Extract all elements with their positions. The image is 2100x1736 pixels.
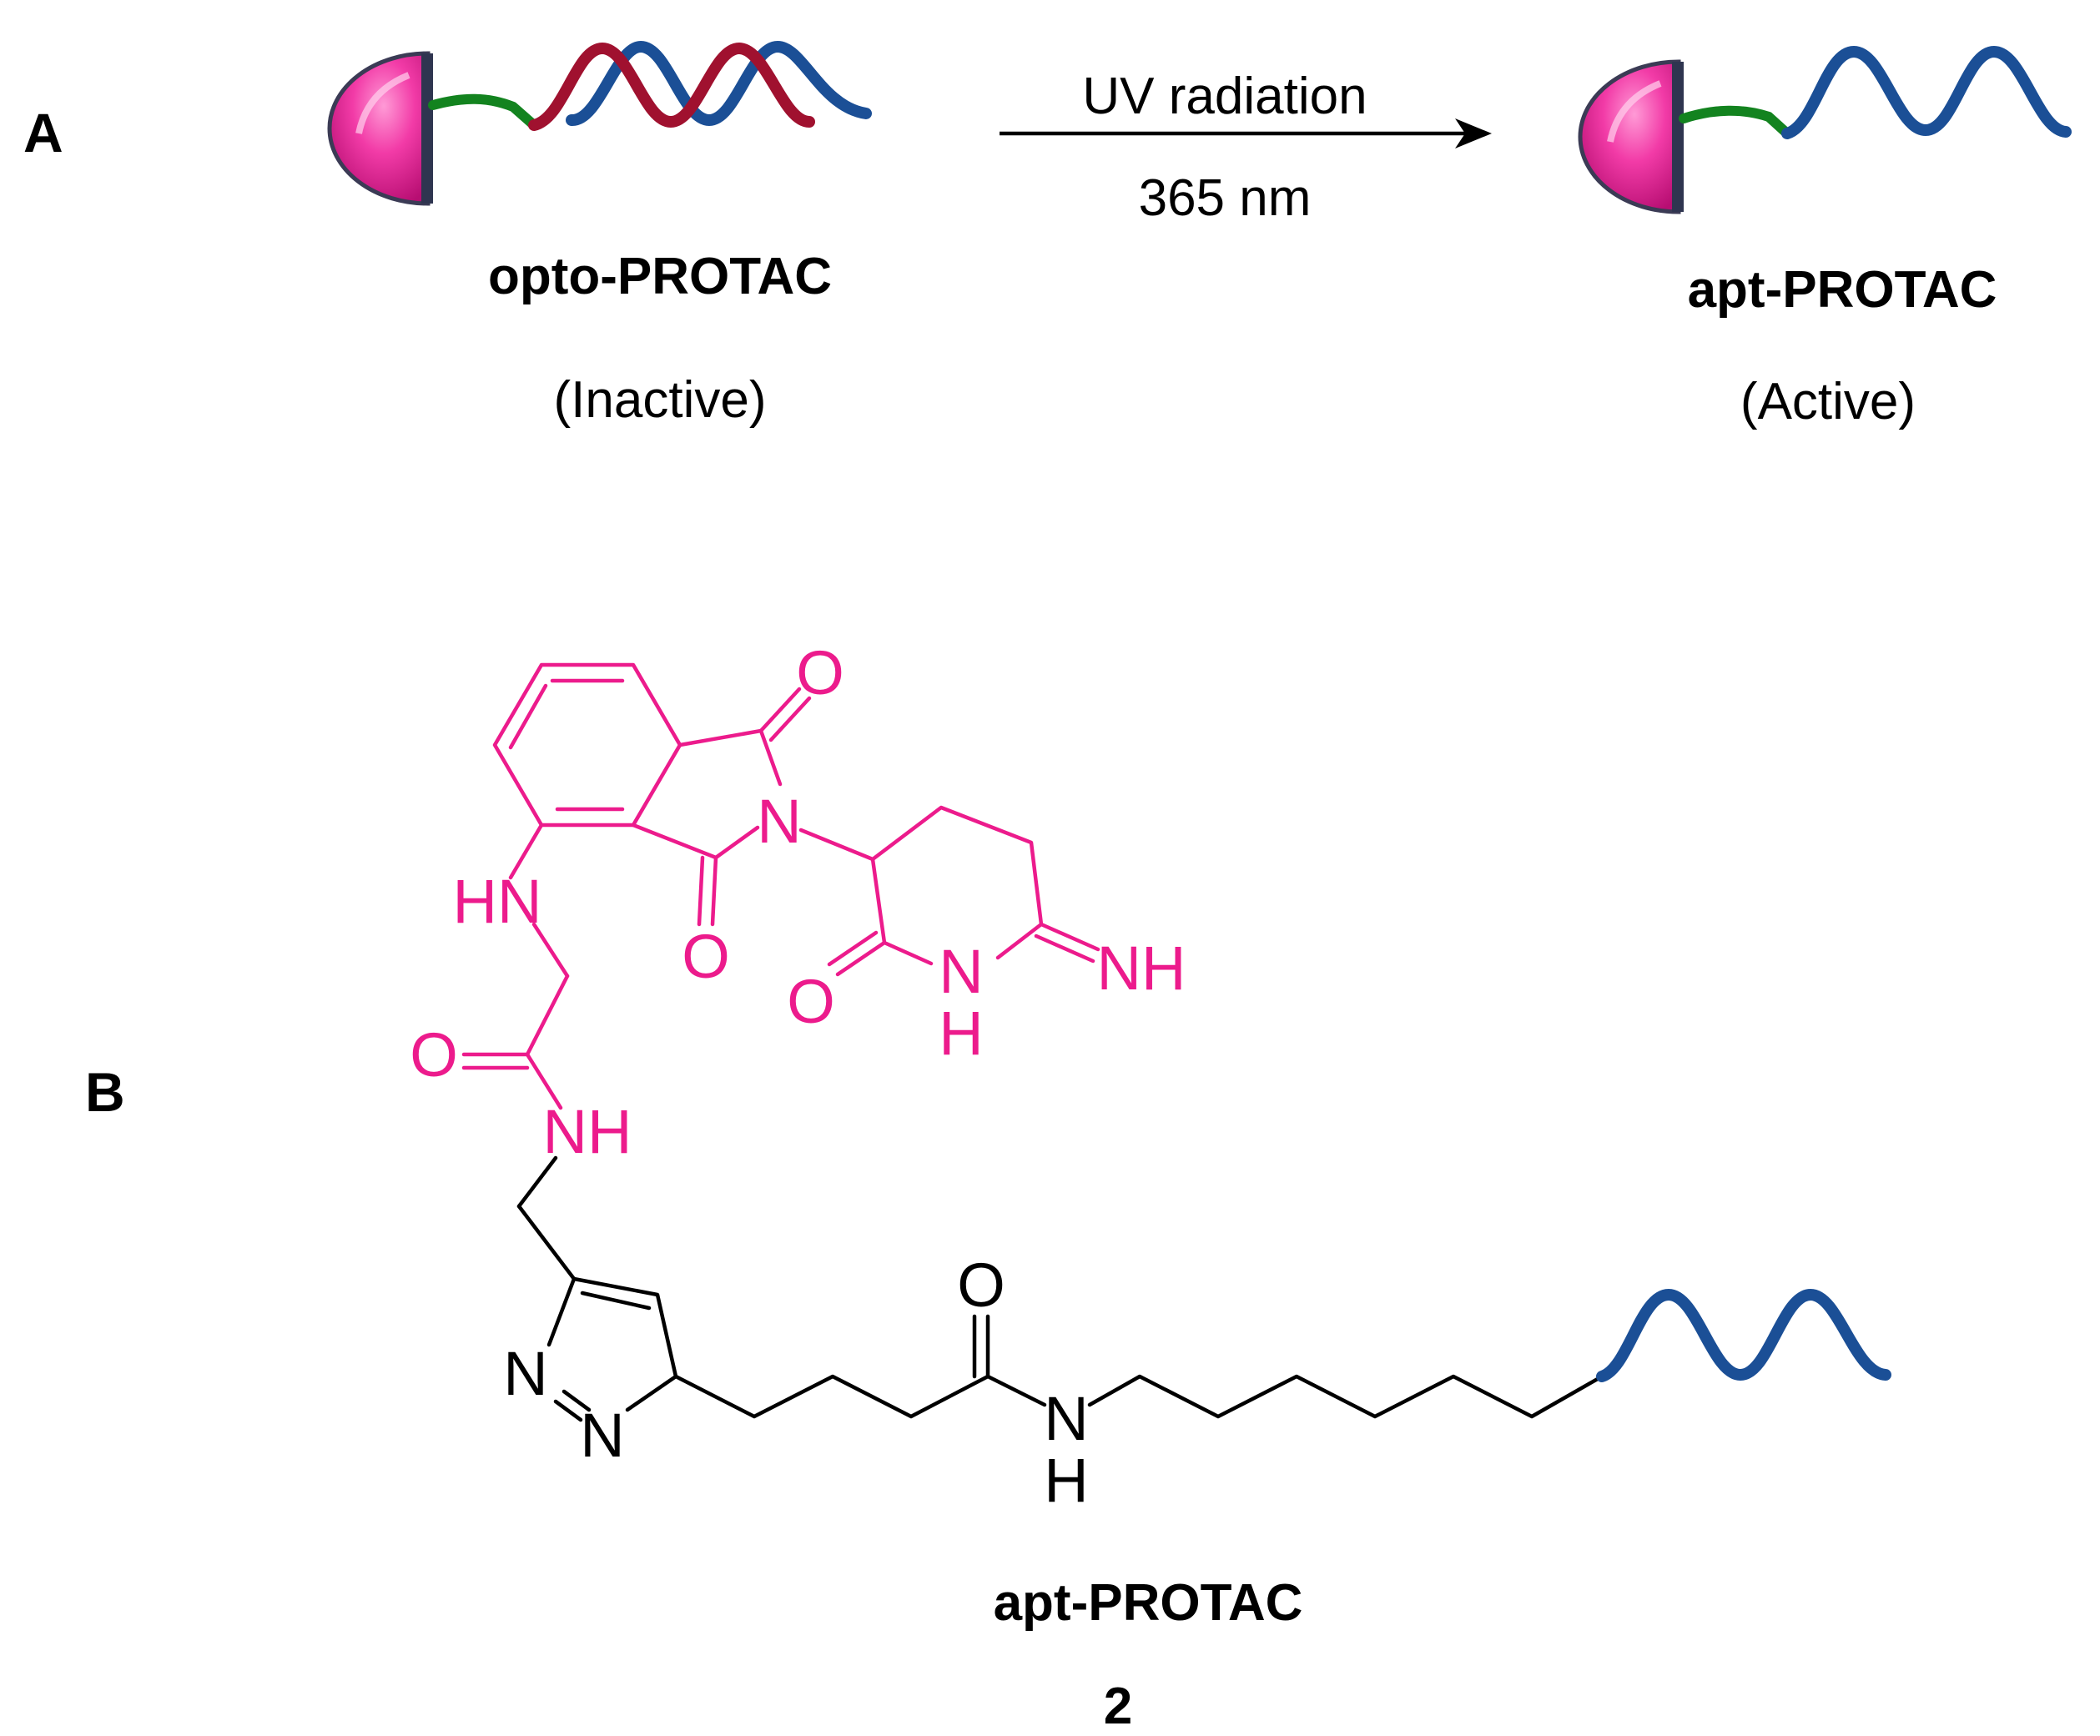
opto-protac-ligand — [327, 51, 433, 206]
atom-o2: O — [682, 922, 730, 991]
compound-name: apt-PROTAC — [994, 1574, 1303, 1632]
atom-nh-imine: NH — [1097, 933, 1186, 1003]
compound-number: 2 — [1104, 1678, 1132, 1735]
atom-o3: O — [787, 967, 835, 1036]
atom-h-chain: H — [1044, 1446, 1088, 1515]
benzene-ring — [492, 662, 682, 828]
atom-n-ring: N — [939, 937, 983, 1006]
atom-n1: N — [503, 1339, 547, 1408]
atom-n2: N — [580, 1401, 624, 1470]
reaction-condition-wavelength: 365 nm — [1139, 169, 1312, 227]
atom-hn: HN — [453, 867, 542, 936]
atom-h-ring: H — [939, 999, 983, 1068]
opto-protac-red-strand — [528, 42, 815, 131]
apt-protac-linker — [1679, 105, 1792, 138]
atom-o1: O — [796, 638, 844, 707]
opto-protac-state: (Inactive) — [554, 371, 767, 429]
reaction-arrow — [1000, 118, 1492, 148]
opto-protac-linker — [428, 93, 539, 130]
linker-structure: O N N N H — [503, 1155, 1604, 1515]
apt-protac-state: (Active) — [1740, 373, 1916, 430]
opto-protac-name: opto-PROTAC — [488, 248, 832, 305]
apt-protac-strand — [1781, 45, 2072, 139]
atom-n-chain: N — [1044, 1384, 1088, 1453]
reaction-condition-uv: UV radiation — [1082, 68, 1367, 125]
aptamer-strand — [1596, 1288, 1891, 1382]
atom-o-chain: O — [957, 1250, 1005, 1320]
panel-b-label: B — [85, 1061, 125, 1123]
atom-o-amide: O — [410, 1020, 458, 1089]
atom-n-imide: N — [757, 787, 801, 856]
cereblon-ligand-structure: O N O HN O N H NH O NH — [410, 638, 1186, 1166]
atom-nh-amide: NH — [543, 1097, 632, 1166]
panel-a-label: A — [23, 102, 63, 164]
apt-protac-name: apt-PROTAC — [1688, 261, 1997, 319]
apt-protac-ligand — [1578, 59, 1684, 214]
